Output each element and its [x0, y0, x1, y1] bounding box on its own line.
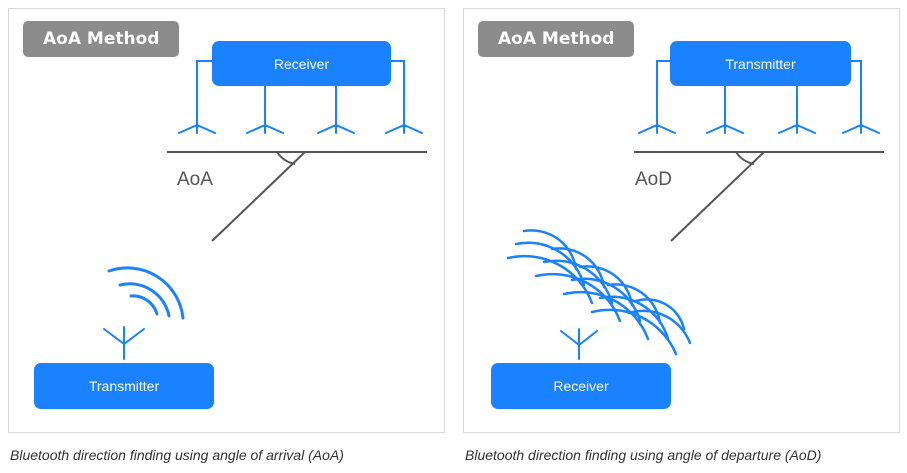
- receiver-device: Receiver: [491, 363, 671, 409]
- receiver-device: Receiver: [212, 41, 391, 86]
- aoa-diagram-lines: [103, 60, 427, 360]
- aod-diagram-lines: [506, 60, 884, 360]
- signal-waves-icon: [506, 229, 692, 356]
- arrival-direction-line: [211, 151, 306, 242]
- method-badge: AoA Method: [478, 21, 635, 57]
- aoa-panel: AoA Method: [8, 8, 445, 433]
- transmitter-device: Transmitter: [670, 41, 851, 86]
- aod-panel: AoA Method: [463, 8, 900, 433]
- antenna-array-icon: [178, 60, 423, 134]
- angle-arc: [276, 151, 296, 165]
- angle-label: AoD: [635, 169, 672, 190]
- departure-direction-line: [670, 151, 765, 242]
- angle-arc: [735, 151, 755, 165]
- antenna-array-icon: [638, 60, 880, 134]
- transmitter-device: Transmitter: [34, 363, 214, 409]
- signal-waves-icon: [107, 266, 185, 320]
- antenna-icon: [103, 326, 145, 360]
- antenna-icon: [560, 328, 598, 360]
- aoa-caption: Bluetooth direction finding using angle …: [10, 447, 344, 463]
- method-badge: AoA Method: [23, 21, 180, 57]
- angle-label: AoA: [177, 169, 213, 190]
- aod-caption: Bluetooth direction finding using angle …: [465, 447, 822, 463]
